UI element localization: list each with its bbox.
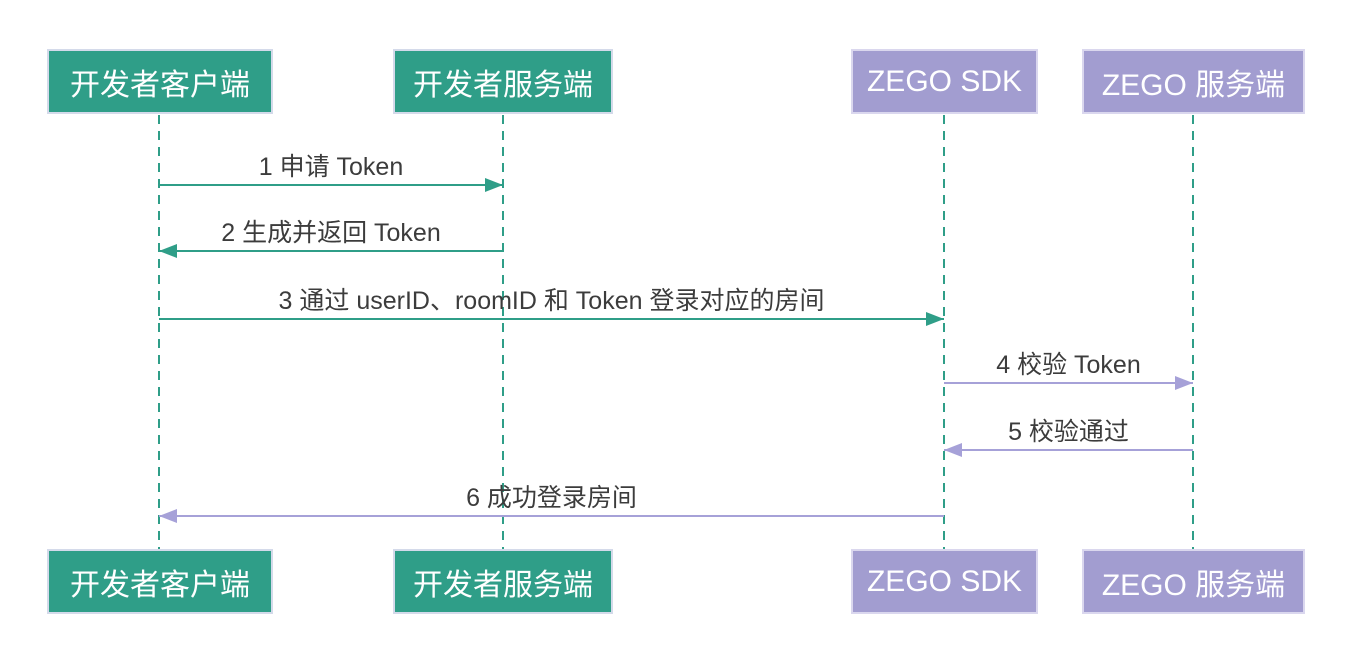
actor-top-dev-server: 开发者服务端	[393, 49, 613, 114]
message-5-verify-passed: 5 校验通过	[944, 416, 1193, 457]
message-arrow-line	[159, 244, 503, 258]
actor-label: 开发者客户端	[70, 68, 250, 102]
lifeline-dev-server	[502, 115, 504, 549]
actor-label: 开发者客户端	[70, 568, 250, 602]
arrow-head-left-icon	[159, 509, 177, 523]
actor-bottom-dev-server: 开发者服务端	[393, 549, 613, 614]
lifeline-zego-server	[1192, 115, 1194, 549]
actor-top-zego-sdk: ZEGO SDK	[851, 49, 1038, 114]
message-3-login-room: 3 通过 userID、roomID 和 Token 登录对应的房间	[159, 285, 944, 326]
message-arrow-line	[944, 376, 1193, 390]
message-label: 2 生成并返回 Token	[221, 219, 441, 247]
actor-label: ZEGO SDK	[866, 64, 1023, 98]
actor-top-zego-server: ZEGO 服务端	[1082, 49, 1305, 114]
message-label: 1 申请 Token	[258, 153, 404, 181]
actor-bottom-zego-sdk: ZEGO SDK	[851, 549, 1038, 614]
arrow-head-left-icon	[944, 443, 962, 457]
message-arrow-line	[159, 178, 503, 192]
arrow-head-right-icon	[1175, 376, 1193, 390]
actor-label: 开发者服务端	[413, 568, 593, 602]
actor-top-dev-client: 开发者客户端	[47, 49, 273, 114]
message-arrow-line	[159, 312, 944, 326]
actor-label: ZEGO 服务端	[1101, 68, 1286, 102]
message-4-verify-token: 4 校验 Token	[944, 349, 1193, 390]
lifeline-dev-client	[158, 115, 160, 549]
actor-label: ZEGO SDK	[866, 564, 1023, 598]
arrow-head-right-icon	[485, 178, 503, 192]
arrow-head-left-icon	[159, 244, 177, 258]
message-label: 4 校验 Token	[996, 351, 1141, 379]
message-1-request-token: 1 申请 Token	[159, 151, 503, 192]
message-label: 3 通过 userID、roomID 和 Token 登录对应的房间	[278, 287, 825, 315]
message-6-login-success: 6 成功登录房间	[159, 482, 944, 523]
actor-label: ZEGO 服务端	[1101, 568, 1286, 602]
message-label: 5 校验通过	[1008, 418, 1129, 446]
message-label: 6 成功登录房间	[466, 484, 637, 512]
message-arrow-line	[944, 443, 1193, 457]
message-2-return-token: 2 生成并返回 Token	[159, 217, 503, 258]
lifeline-zego-sdk	[943, 115, 945, 549]
actor-bottom-dev-client: 开发者客户端	[47, 549, 273, 614]
actor-bottom-zego-server: ZEGO 服务端	[1082, 549, 1305, 614]
actor-label: 开发者服务端	[413, 68, 593, 102]
arrow-head-right-icon	[926, 312, 944, 326]
message-arrow-line	[159, 509, 944, 523]
